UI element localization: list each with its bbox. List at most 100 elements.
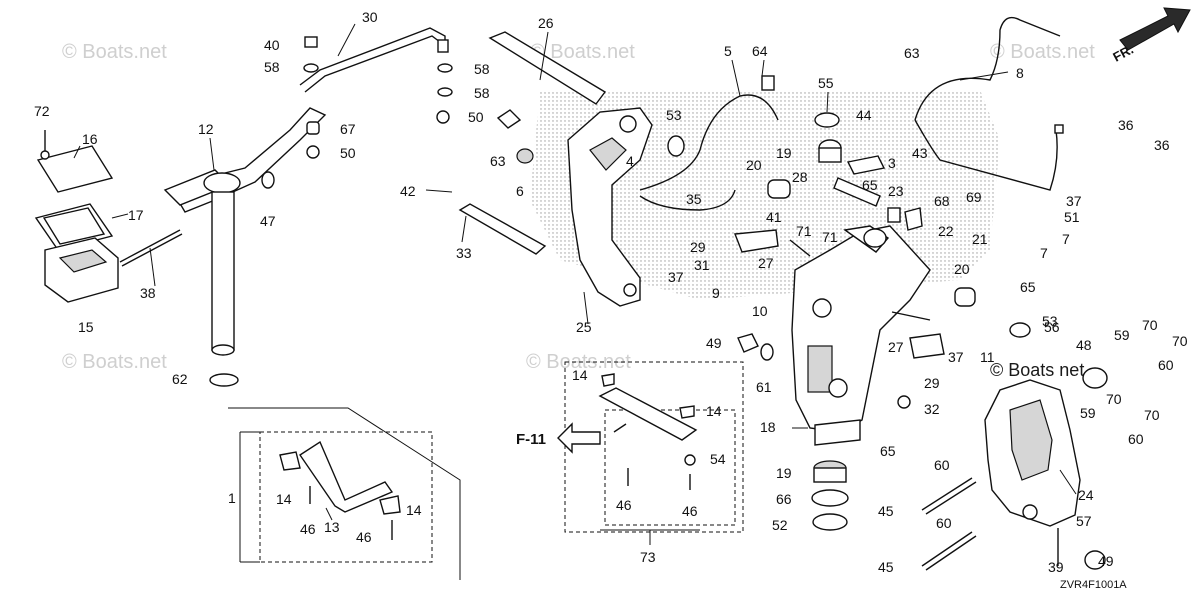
callout-53: 53 (1042, 313, 1058, 329)
callout-63: 63 (904, 45, 920, 61)
callout-18: 18 (760, 419, 776, 435)
stern-bracket-assembly (458, 31, 685, 307)
callout-67: 67 (340, 121, 356, 137)
callout-70: 70 (1144, 407, 1160, 423)
callout-57: 57 (1076, 513, 1092, 529)
callout-37: 37 (948, 349, 964, 365)
callout-49: 49 (1098, 553, 1114, 569)
swivel-case-assembly (734, 112, 976, 531)
callout-15: 15 (78, 319, 94, 335)
callout-14: 14 (276, 491, 292, 507)
callout-51: 51 (1064, 209, 1080, 225)
steering-arm-assembly (34, 27, 453, 387)
callout-69: 69 (966, 189, 982, 205)
bracket-kit-1 (228, 407, 461, 580)
callout-12: 12 (198, 121, 214, 137)
watermark: © Boats.net (62, 351, 167, 373)
reference-arrow-f11: F-11 (516, 422, 601, 454)
callout-72: 72 (34, 103, 50, 119)
callout-39: 39 (1048, 559, 1064, 575)
watermark: © Boats.net (530, 41, 635, 63)
callout-8: 8 (1016, 65, 1024, 81)
watermark: © Boats.net (990, 41, 1095, 63)
callout-14: 14 (406, 502, 422, 518)
callout-27: 27 (888, 339, 904, 355)
callout-37: 37 (1066, 193, 1082, 209)
callout-71: 71 (796, 223, 812, 239)
callout-22: 22 (938, 223, 954, 239)
callout-53: 53 (666, 107, 682, 123)
callout-9: 9 (712, 285, 720, 301)
callout-leaders (73, 23, 1077, 521)
callout-58: 58 (474, 85, 490, 101)
callout-49: 49 (706, 335, 722, 351)
callout-6: 6 (516, 183, 524, 199)
callout-65: 65 (880, 443, 896, 459)
callout-59: 59 (1080, 405, 1096, 421)
callout-42: 42 (400, 183, 416, 199)
callout-30: 30 (362, 9, 378, 25)
callout-7: 7 (1062, 231, 1070, 247)
callout-43: 43 (912, 145, 928, 161)
callout-60: 60 (936, 515, 952, 531)
callout-25: 25 (576, 319, 592, 335)
callout-60: 60 (1158, 357, 1174, 373)
callout-31: 31 (694, 257, 710, 273)
callout-65: 65 (1020, 279, 1036, 295)
callout-numbers: 1 3 4 5 6 7 7 8 9 10 11 12 13 14 14 14 1… (34, 9, 1188, 575)
clamp-bracket-assembly (921, 322, 1108, 571)
callout-70: 70 (1172, 333, 1188, 349)
watermark: © Boats net (990, 360, 1084, 380)
callout-46: 46 (356, 529, 372, 545)
callout-48: 48 (1076, 337, 1092, 353)
callout-7: 7 (1040, 245, 1048, 261)
callout-5: 5 (724, 43, 732, 59)
callout-36: 36 (1118, 117, 1134, 133)
callout-36: 36 (1154, 137, 1170, 153)
callout-40: 40 (264, 37, 280, 53)
callout-65: 65 (862, 177, 878, 193)
callout-64: 64 (752, 43, 768, 59)
callout-59: 59 (1114, 327, 1130, 343)
wire-harness (639, 16, 1064, 211)
callout-50: 50 (340, 145, 356, 161)
callout-14: 14 (706, 403, 722, 419)
callout-14: 14 (572, 367, 588, 383)
callout-19: 19 (776, 145, 792, 161)
callout-33: 33 (456, 245, 472, 261)
callout-46: 46 (300, 521, 316, 537)
callout-10: 10 (752, 303, 768, 319)
callout-23: 23 (888, 183, 904, 199)
callout-29: 29 (924, 375, 940, 391)
callout-61: 61 (756, 379, 772, 395)
callout-46: 46 (616, 497, 632, 513)
callout-16: 16 (82, 131, 98, 147)
callout-19: 19 (776, 465, 792, 481)
callout-17: 17 (128, 207, 144, 223)
callout-26: 26 (538, 15, 554, 31)
watermarks: © Boats.net © Boats.net © Boats.net © Bo… (62, 41, 1095, 380)
watermark: © Boats.net (526, 351, 631, 373)
callout-21: 21 (972, 231, 988, 247)
callout-32: 32 (924, 401, 940, 417)
callout-58: 58 (264, 59, 280, 75)
callout-70: 70 (1142, 317, 1158, 333)
callout-71: 71 (822, 229, 838, 245)
callout-37: 37 (668, 269, 684, 285)
diagram-code: ZVR4F1001A (1060, 579, 1127, 591)
callout-4: 4 (626, 153, 634, 169)
callout-45: 45 (878, 503, 894, 519)
callout-55: 55 (818, 75, 834, 91)
callout-46: 46 (682, 503, 698, 519)
reference-label: F-11 (516, 431, 546, 448)
callout-58: 58 (474, 61, 490, 77)
callout-11: 11 (980, 349, 995, 365)
callout-20: 20 (954, 261, 970, 277)
callout-73: 73 (640, 549, 656, 565)
callout-35: 35 (686, 191, 702, 207)
callout-3: 3 (888, 155, 896, 171)
callout-52: 52 (772, 517, 788, 533)
callout-56: 56 (1044, 319, 1060, 335)
callout-38: 38 (140, 285, 156, 301)
